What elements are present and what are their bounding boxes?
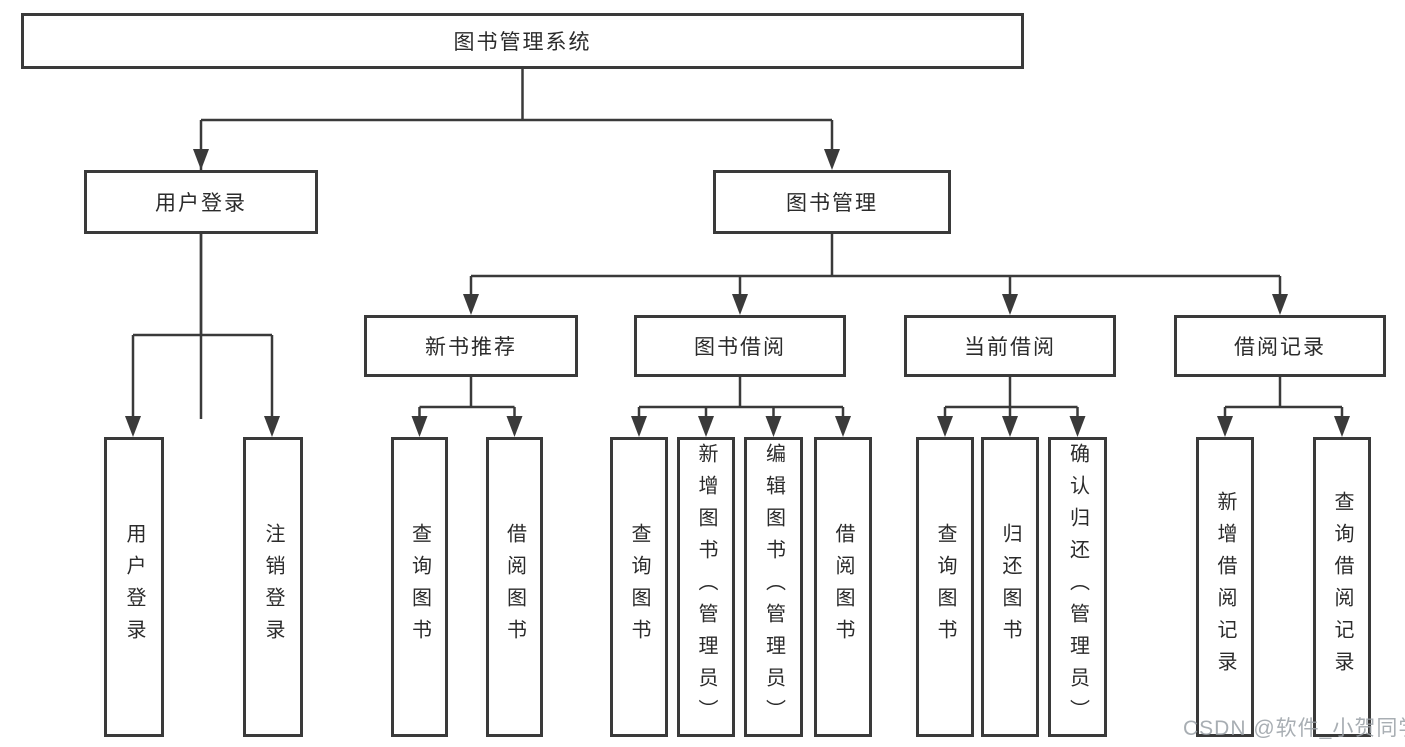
arrow-down-icon [835,416,851,437]
arrow-down-icon [732,294,748,315]
connector-user-login-to-leaves [125,234,280,437]
node-current-borrowing: 当前借阅 [904,315,1116,377]
node-library-management-system: 图书管理系统 [21,13,1024,69]
arrow-down-icon [698,416,714,437]
connector-borrowing-to-leaves [631,377,851,437]
arrow-down-icon [1002,294,1018,315]
connector-records-to-leaves [1217,377,1350,437]
leaf-confirm-return-admin: 确认归还（管理员） [1048,437,1107,737]
leaf-add-borrow-record: 新增借阅记录 [1196,437,1254,737]
arrow-down-icon [824,149,840,170]
arrow-down-icon [1069,416,1086,437]
leaf-query-borrow-record: 查询借阅记录 [1313,437,1371,737]
leaf-borrow-books-borrowing: 借阅图书 [814,437,872,737]
csdn-watermark: CSDN @软件_小贺同学 [1183,717,1405,740]
arrow-down-icon [1002,416,1018,437]
connector-current-to-leaves [937,377,1086,437]
leaf-query-books-borrowing: 查询图书 [610,437,668,737]
arrow-down-icon [1334,416,1350,437]
node-book-borrowing: 图书借阅 [634,315,846,377]
arrow-down-icon [463,294,479,315]
arrow-down-icon [264,416,280,437]
node-book-management: 图书管理 [713,170,951,234]
connector-new-books-to-leaves [411,377,523,437]
arrow-down-icon [1217,416,1233,437]
leaf-query-books-recommend: 查询图书 [391,437,448,737]
arrow-down-icon [125,416,141,437]
arrow-down-icon [411,416,428,437]
arrow-down-icon [765,416,782,437]
arrow-down-icon [937,416,953,437]
connector-book-mgmt-to-level3 [463,234,1288,315]
leaf-borrow-books-recommend: 借阅图书 [486,437,543,737]
node-borrowing-records: 借阅记录 [1174,315,1386,377]
arrow-down-icon [506,416,523,437]
leaf-logout: 注销登录 [243,437,303,737]
arrow-down-icon [1272,294,1288,315]
leaf-user-login: 用户登录 [104,437,164,737]
leaf-add-book-admin: 新增图书（管理员） [677,437,735,737]
arrow-down-icon [193,149,209,170]
node-user-login: 用户登录 [84,170,318,234]
leaf-return-books: 归还图书 [981,437,1039,737]
arrow-down-icon [631,416,647,437]
leaf-query-books-current: 查询图书 [916,437,974,737]
node-new-book-recommend: 新书推荐 [364,315,578,377]
leaf-edit-book-admin: 编辑图书（管理员） [744,437,803,737]
